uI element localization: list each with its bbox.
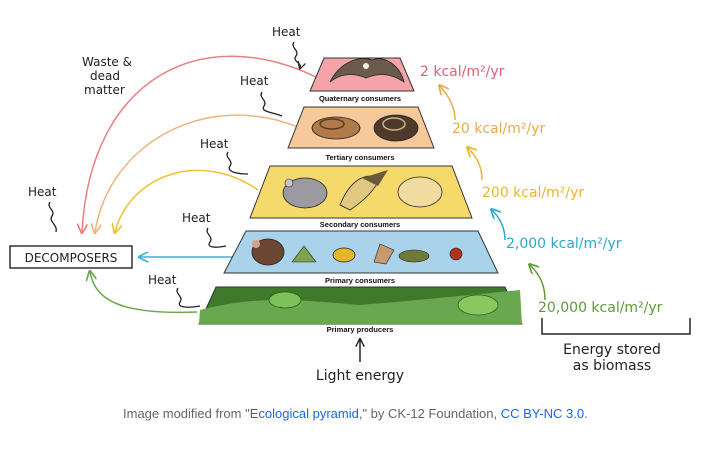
tier-label-secondary: Secondary consumers bbox=[320, 220, 400, 229]
heat-label-1: Heat bbox=[272, 25, 301, 39]
energy-label-primary-producers: 20,000 kcal/m²/yr bbox=[538, 300, 663, 316]
energy-label-quaternary: 2 kcal/m²/yr bbox=[420, 64, 505, 80]
arrow-quaternary-to-decomposers bbox=[82, 55, 319, 232]
waste-line-2: dead bbox=[90, 69, 120, 83]
waste-line-3: matter bbox=[84, 83, 125, 97]
arrow-producers-to-decomposers bbox=[90, 272, 198, 314]
snakes-image bbox=[311, 114, 419, 142]
decomposers-box: DECOMPOSERS bbox=[9, 245, 133, 269]
energy-arrow-1 bbox=[530, 265, 546, 301]
decomposers-label: DECOMPOSERS bbox=[25, 251, 118, 265]
biomass-line-2: as biomass bbox=[573, 358, 651, 374]
energy-arrows bbox=[440, 86, 546, 301]
energy-arrow-3 bbox=[468, 148, 483, 181]
arrow-secondary-to-decomposers bbox=[115, 169, 259, 232]
light-energy: Light energy bbox=[316, 340, 404, 384]
arrow-tertiary-to-decomposers bbox=[95, 114, 301, 232]
caption-prefix: Image modified from " bbox=[123, 406, 250, 421]
energy-arrow-4 bbox=[440, 86, 456, 121]
biomass-line-1: Energy stored bbox=[563, 342, 661, 358]
image-caption: Image modified from "Ecological pyramid,… bbox=[123, 404, 593, 423]
biomass-bracket: Energy stored as biomass bbox=[541, 318, 691, 374]
tier-label-primary-producers: Primary producers bbox=[327, 325, 394, 334]
secondary-animals-image bbox=[282, 170, 443, 211]
light-energy-label: Light energy bbox=[316, 368, 404, 384]
primary-consumers-image bbox=[251, 238, 463, 266]
heat-labels: Heat Heat Heat Heat Heat Heat bbox=[28, 25, 301, 308]
plants-image bbox=[199, 290, 522, 324]
license-link[interactable]: CC BY-NC 3.0 bbox=[500, 406, 585, 421]
heat-label-3: Heat bbox=[200, 137, 229, 151]
energy-arrow-2 bbox=[492, 210, 506, 241]
tier-label-quaternary: Quaternary consumers bbox=[319, 94, 401, 103]
energy-label-secondary: 200 kcal/m²/yr bbox=[482, 185, 584, 201]
waste-arrows bbox=[82, 55, 319, 314]
energy-pyramid-diagram: Quaternary consumers Tertiary consumers … bbox=[9, 25, 691, 384]
caption-middle: ," by CK-12 Foundation, bbox=[358, 406, 501, 421]
caption-suffix: . bbox=[584, 406, 588, 421]
pyramid: Quaternary consumers Tertiary consumers … bbox=[198, 57, 523, 334]
tier-label-primary-consumers: Primary consumers bbox=[325, 276, 395, 285]
heat-label-decomposers: Heat bbox=[28, 185, 57, 199]
heat-label-5: Heat bbox=[148, 273, 177, 287]
heat-label-2: Heat bbox=[240, 74, 269, 88]
heat-label-4: Heat bbox=[182, 211, 211, 225]
ecological-pyramid-link[interactable]: Ecological pyramid bbox=[249, 406, 359, 421]
waste-label: Waste & dead matter bbox=[82, 55, 132, 97]
energy-label-tertiary: 20 kcal/m²/yr bbox=[452, 121, 546, 137]
tier-primary-consumers bbox=[223, 230, 499, 274]
hawk-image bbox=[329, 58, 405, 83]
energy-label-primary-consumers: 2,000 kcal/m²/yr bbox=[506, 236, 622, 252]
tier-label-tertiary: Tertiary consumers bbox=[325, 153, 394, 162]
energy-labels: 2 kcal/m²/yr 20 kcal/m²/yr 200 kcal/m²/y… bbox=[420, 64, 663, 316]
waste-line-1: Waste & bbox=[82, 55, 132, 69]
